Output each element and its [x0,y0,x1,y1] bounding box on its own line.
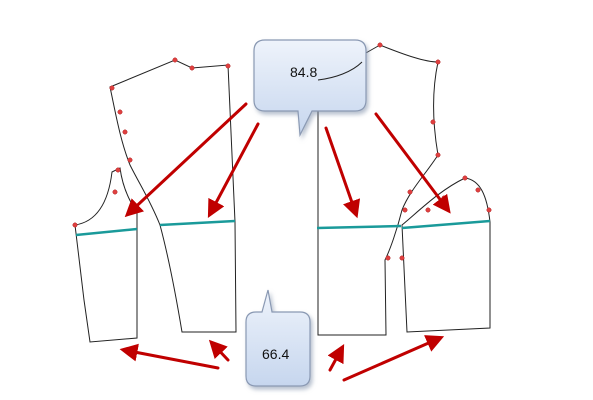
control-point [462,175,468,181]
arrow-to-left-sleeve [124,102,248,218]
callout-top [253,39,367,138]
control-point [122,129,128,135]
control-point [486,207,492,213]
control-points [72,42,492,261]
callout-top-value: 84.8 [290,64,318,80]
control-point [377,42,383,48]
control-point [172,57,178,63]
control-point [475,187,481,193]
control-point [72,222,78,228]
control-point [109,85,115,91]
control-point [112,189,118,195]
arrow-to-left-bodice [207,122,260,218]
callout-bottom [245,289,311,387]
control-point [435,59,441,65]
left-bodice-outline [109,59,237,333]
control-point [425,207,431,213]
arrows [119,102,451,382]
arrow-to-left-bodice-hem [208,339,230,362]
control-point [225,63,231,69]
left-sleeve-outline [74,167,138,343]
measure-line-left-bodice [159,219,236,227]
arrow-to-right-sleeve [374,112,451,214]
control-point [117,109,123,115]
arrow-to-left-sleeve-hem [119,343,220,370]
control-point [430,119,436,125]
arrow-to-right-bodice [324,126,361,219]
control-point [189,65,195,71]
callout-bottom-value: 66.4 [262,346,290,362]
control-point [399,255,405,261]
control-point [385,255,391,261]
arrow-to-right-sleeve-hem [342,335,445,382]
measure-line-right-bodice [316,224,402,230]
arrow-to-right-bodice-hem [327,344,345,372]
callout-top-measure-curve [317,61,363,81]
control-point [402,207,408,213]
control-point [407,189,413,195]
measure-line-right-sleeve [401,219,491,230]
control-point [115,167,121,173]
right-sleeve-outline [401,177,491,333]
control-point [441,195,447,201]
control-point [435,152,441,158]
measure-line-left-sleeve [75,227,138,237]
control-point [127,157,133,163]
